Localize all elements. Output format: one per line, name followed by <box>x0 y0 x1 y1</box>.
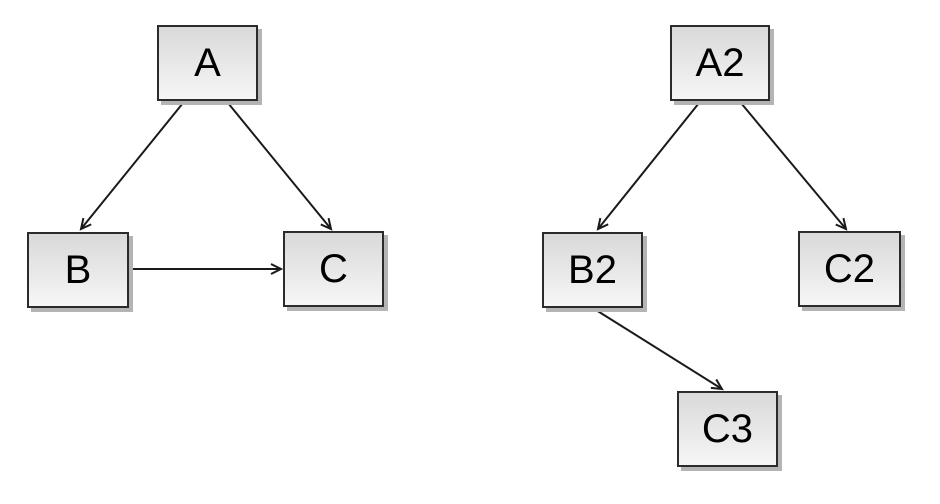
node-B: B <box>27 232 129 308</box>
node-label: C <box>319 247 348 291</box>
edge-B2-C3 <box>595 309 724 391</box>
node-label: C3 <box>701 407 754 451</box>
node-label: B2 <box>568 248 617 292</box>
edges-group <box>79 102 848 391</box>
node-C3: C3 <box>677 391 778 467</box>
node-label: B <box>64 248 92 292</box>
node-C2: C2 <box>798 231 901 307</box>
edge-A2-B2 <box>596 102 700 231</box>
node-label: A2 <box>695 41 745 85</box>
node-label: A <box>194 41 221 85</box>
node-A2: A2 <box>670 25 770 101</box>
node-label: C2 <box>823 247 876 291</box>
edge-A2-C2 <box>740 102 848 231</box>
node-A: A <box>157 25 258 101</box>
edge-A-B <box>79 102 184 231</box>
edge-A-C <box>227 102 333 231</box>
node-B2: B2 <box>542 232 643 308</box>
node-C: C <box>283 231 384 307</box>
